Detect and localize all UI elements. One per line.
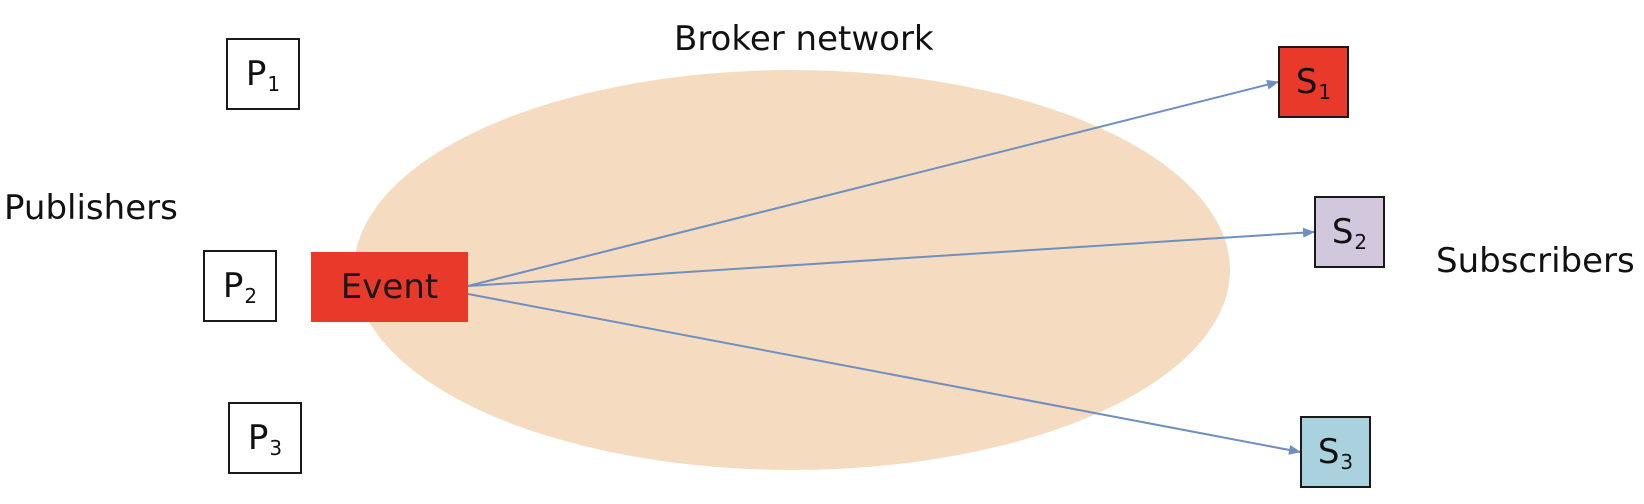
broker-network-title: Broker network — [674, 19, 934, 59]
publisher-p3-index: 3 — [269, 436, 283, 460]
subscriber-s2-index: 2 — [1354, 230, 1368, 254]
subscriber-s3-index: 3 — [1340, 450, 1354, 474]
subscriber-s1-index: 1 — [1318, 80, 1332, 104]
publisher-p1-letter: P — [245, 54, 267, 94]
broker-network-ellipse — [354, 70, 1230, 470]
subscriber-s1-letter: S — [1295, 62, 1318, 102]
event-box: Event — [311, 252, 468, 322]
subscriber-s3-letter: S — [1317, 432, 1340, 472]
arrow-event-to-s3 — [467, 293, 1301, 455]
subscribers-label: Subscribers — [1436, 241, 1635, 281]
publisher-p3-letter: P — [247, 418, 269, 458]
event-label: Event — [340, 267, 439, 307]
arrow-event-to-s2 — [467, 227, 1315, 287]
publisher-p1-index: 1 — [267, 72, 281, 96]
publisher-p2-letter: P — [222, 266, 244, 306]
publishers-label: Publishers — [4, 188, 178, 228]
arrow-event-to-s1 — [467, 79, 1279, 287]
subscriber-s2-letter: S — [1331, 212, 1354, 252]
publisher-p2-index: 2 — [244, 284, 258, 308]
